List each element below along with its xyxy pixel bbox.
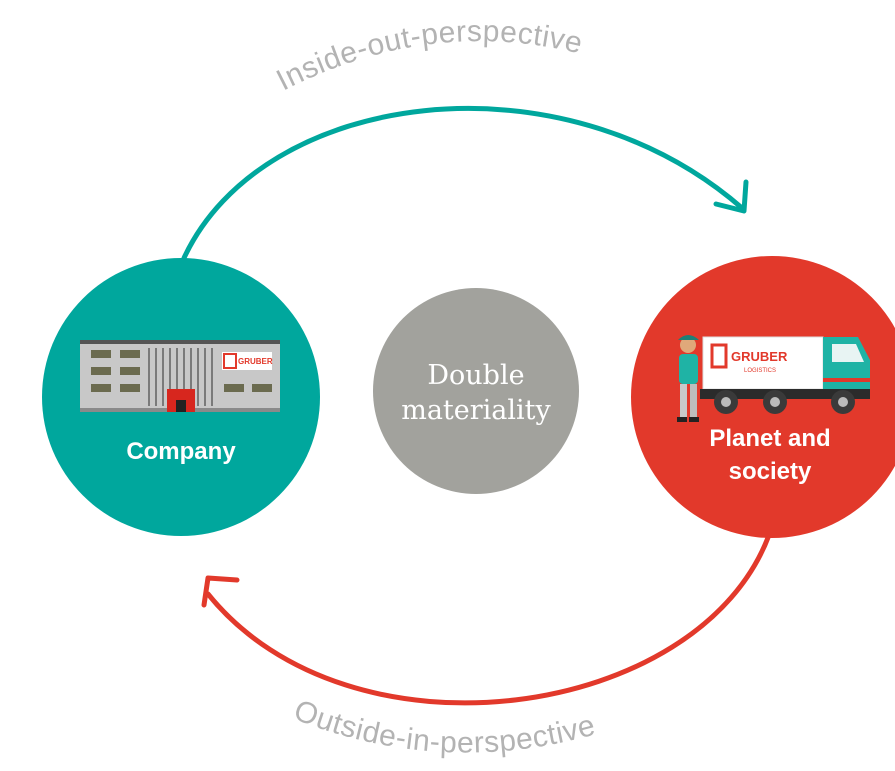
inside-out-arrowhead-icon [713, 179, 749, 214]
double-materiality-circle [373, 288, 579, 494]
double-materiality-line1: Double [427, 360, 524, 391]
delivery-truck-with-driver-icon: GRUBER LOGISTICS [677, 335, 870, 422]
inside-out-arc [181, 106, 749, 261]
double-materiality-node: Double materiality [373, 288, 579, 494]
outside-in-arrowhead-icon [201, 575, 240, 608]
inside-out-arc-line [181, 106, 745, 261]
planet-society-line1: Planet and [709, 425, 830, 452]
planet-society-line2: society [729, 458, 812, 485]
outside-in-arc [201, 532, 772, 706]
outside-in-arc-line [205, 532, 772, 706]
double-materiality-line2: materiality [401, 395, 551, 426]
truck-logo-text: GRUBER [731, 349, 788, 364]
company-logo-text: GRUBER [238, 357, 273, 366]
warehouse-building-icon: GRUBER [80, 340, 280, 412]
truck-logo-subtext: LOGISTICS [744, 368, 776, 374]
company-node: GRUBER Company [42, 258, 320, 536]
planet-society-node: GRUBER LOGISTICS Planet and societ [631, 256, 895, 538]
inside-out-label: Inside-out-perspective [271, 15, 586, 97]
company-label: Company [126, 438, 236, 465]
